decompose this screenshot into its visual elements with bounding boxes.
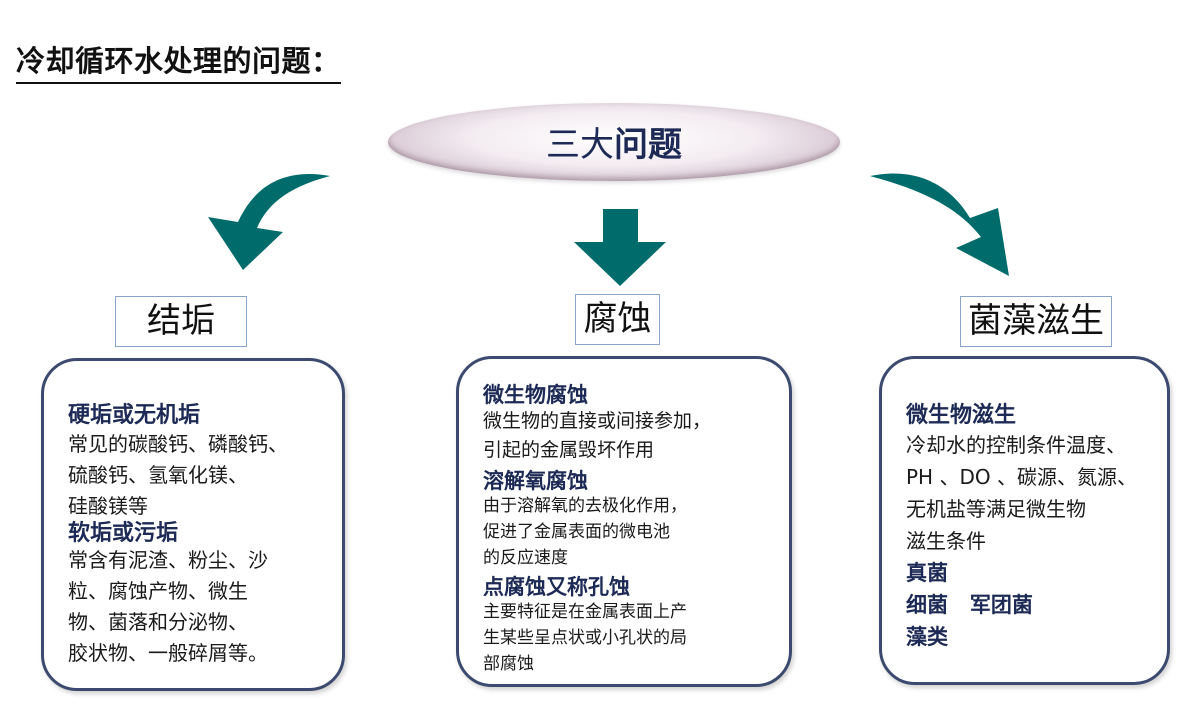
label-corrosion-text: 腐蚀 xyxy=(583,299,652,339)
label-bio: 菌藻滋生 xyxy=(960,296,1112,347)
scaling-box: 硬垢或无机垢 常见的碳酸钙、磷酸钙、 硫酸钙、氢氧化镁、 硅酸镁等 软垢或污垢 … xyxy=(41,358,345,691)
left-curved-arrow xyxy=(208,174,330,270)
scaling-soft-line: 物、菌落和分泌物、 xyxy=(68,610,248,634)
scaling-hard-line: 硅酸镁等 xyxy=(68,494,148,518)
scaling-heading-soft: 软垢或污垢 xyxy=(68,521,179,546)
page-title: 冷却循环水处理的问题： xyxy=(16,38,341,84)
scaling-soft-text: 常含有泥渣、粉尘、沙 粒、腐蚀产物、微生 物、菌落和分泌物、 胶状物、一般碎屑等… xyxy=(68,545,268,669)
bio-growth-line: 无机盐等满足微生物 xyxy=(906,497,1086,521)
label-scaling-text: 结垢 xyxy=(147,301,215,341)
corrosion-oxygen-line: 由于溶解氧的去极化作用， xyxy=(483,496,687,516)
scaling-hard-text: 常见的碳酸钙、磷酸钙、 硫酸钙、氢氧化镁、 硅酸镁等 xyxy=(68,429,288,522)
down-arrow xyxy=(574,209,666,286)
bio-heading-growth: 微生物滋生 xyxy=(906,403,1017,428)
corrosion-pitting-line: 主要特征是在金属表面上产 xyxy=(483,602,687,622)
bio-growth-line: 冷却水的控制条件温度、 xyxy=(906,433,1126,457)
center-title: 三大问题 xyxy=(388,117,840,166)
corrosion-pitting-line: 生某些呈点状或小孔状的局 xyxy=(483,628,687,648)
corrosion-pitting-line: 部腐蚀 xyxy=(483,654,534,674)
bio-growth-text: 冷却水的控制条件温度、 PH 、DO 、碳源、氮源、 无机盐等满足微生物 滋生条… xyxy=(906,429,1137,557)
scaling-hard-line: 硫酸钙、氢氧化镁、 xyxy=(68,463,248,487)
center-ellipse: 三大问题 xyxy=(388,103,840,181)
corrosion-oxygen-line: 促进了金属表面的微电池 xyxy=(483,522,670,542)
bio-item-algae: 藻类 xyxy=(906,625,948,649)
center-title-bold: 问题 xyxy=(614,125,682,165)
bio-growth-line: 滋生条件 xyxy=(906,529,986,553)
corrosion-micro-text: 微生物的直接或间接参加， 引起的金属毁坏作用 xyxy=(483,407,711,465)
bio-box: 微生物滋生 冷却水的控制条件温度、 PH 、DO 、碳源、氮源、 无机盐等满足微… xyxy=(879,356,1170,685)
scaling-soft-line: 粒、腐蚀产物、微生 xyxy=(68,579,248,603)
bio-item-bacteria: 细菌 军团菌 xyxy=(906,593,1033,617)
corrosion-heading-micro: 微生物腐蚀 xyxy=(483,383,588,407)
corrosion-heading-oxygen: 溶解氧腐蚀 xyxy=(483,469,588,493)
bio-item-fungi: 真菌 xyxy=(906,561,948,585)
corrosion-pitting-text: 主要特征是在金属表面上产 生某些呈点状或小孔状的局 部腐蚀 xyxy=(483,599,687,677)
scaling-soft-line: 常含有泥渣、粉尘、沙 xyxy=(68,548,268,572)
right-curved-arrow xyxy=(870,173,1009,276)
corrosion-box: 微生物腐蚀 微生物的直接或间接参加， 引起的金属毁坏作用 溶解氧腐蚀 由于溶解氧… xyxy=(456,356,792,687)
label-scaling: 结垢 xyxy=(115,296,247,347)
corrosion-micro-line: 引起的金属毁坏作用 xyxy=(483,439,655,461)
center-title-normal: 三大 xyxy=(546,125,614,165)
corrosion-micro-line: 微生物的直接或间接参加， xyxy=(483,410,712,432)
scaling-hard-line: 常见的碳酸钙、磷酸钙、 xyxy=(68,432,288,456)
corrosion-heading-pitting: 点腐蚀又称孔蚀 xyxy=(483,575,630,599)
scaling-soft-line: 胶状物、一般碎屑等。 xyxy=(68,641,268,665)
bio-growth-line: PH 、DO 、碳源、氮源、 xyxy=(906,465,1137,489)
scaling-heading-hard: 硬垢或无机垢 xyxy=(68,403,201,428)
corrosion-oxygen-text: 由于溶解氧的去极化作用， 促进了金属表面的微电池 的反应速度 xyxy=(483,493,687,571)
corrosion-oxygen-line: 的反应速度 xyxy=(483,548,568,568)
label-bio-text: 菌藻滋生 xyxy=(968,301,1104,341)
label-corrosion: 腐蚀 xyxy=(575,294,660,345)
